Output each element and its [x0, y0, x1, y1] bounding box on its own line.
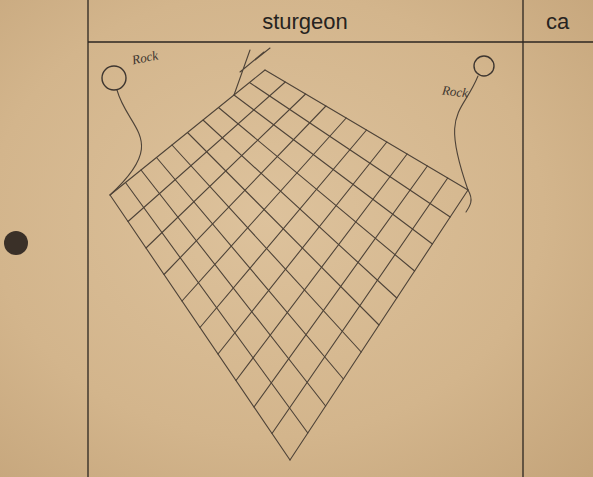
rock-symbol — [102, 66, 126, 90]
rock-label: Rock — [131, 47, 160, 68]
punch-hole — [4, 231, 28, 255]
column-header: ca — [546, 9, 569, 35]
rock-label: Rock — [441, 83, 469, 102]
table-lines — [88, 0, 593, 477]
net-grid — [110, 70, 468, 460]
column-header: sturgeon — [262, 9, 348, 35]
rock-circle: Rock — [100, 50, 163, 92]
rock-circle: Rock — [438, 54, 496, 105]
rock-symbol — [474, 56, 494, 76]
rope-lines — [110, 48, 478, 212]
